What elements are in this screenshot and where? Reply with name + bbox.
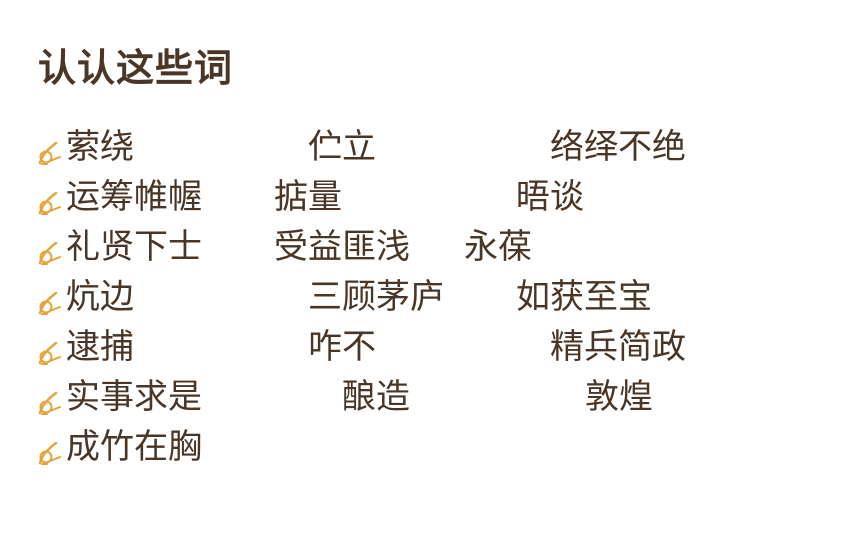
vocab-word: 晤谈 (516, 177, 584, 217)
vocab-word: 精兵简政 (550, 327, 686, 367)
word-row: 实事求是 酿造 敦煌 (36, 375, 856, 419)
word-row: 炕边 三顾茅庐 如获至宝 (36, 275, 856, 319)
vocab-word: 敦煌 (585, 377, 653, 417)
vocab-word: 萦绕 (66, 127, 134, 167)
vocab-word: 礼贤下士 (66, 227, 202, 267)
vocab-word: 络绎不绝 (550, 127, 686, 167)
vocab-word: 咋不 (308, 327, 376, 367)
word-row: 萦绕 伫立 络绎不绝 (36, 125, 856, 169)
word-row: 礼贤下士 受益匪浅 永葆 (36, 225, 856, 269)
vocab-word: 实事求是 (66, 377, 202, 417)
word-row: 成竹在胸 (36, 425, 856, 469)
vocab-word: 永葆 (464, 227, 532, 267)
pen-nib-icon (38, 391, 61, 415)
vocab-word: 酿造 (342, 377, 410, 417)
vocab-word: 逮捕 (66, 327, 134, 367)
vocab-word: 运筹帷幄 (66, 177, 202, 217)
vocab-word: 受益匪浅 (274, 227, 410, 267)
vocab-word: 三顾茅庐 (308, 277, 444, 317)
vocab-word: 掂量 (274, 177, 342, 217)
pen-nib-icon (38, 441, 61, 465)
pen-nib-icon (38, 241, 61, 265)
pen-nib-icon (38, 141, 61, 165)
pen-nib-icon (38, 291, 61, 315)
word-row: 逮捕 咋不 精兵简政 (36, 325, 856, 369)
pen-nib-icon (38, 341, 61, 365)
vocab-word: 伫立 (308, 127, 376, 167)
vocab-word: 炕边 (66, 277, 134, 317)
pen-nib-icon (38, 191, 61, 215)
vocab-word: 成竹在胸 (66, 427, 202, 467)
vocab-word: 如获至宝 (516, 277, 652, 317)
word-row: 运筹帷幄 掂量 晤谈 (36, 175, 856, 219)
page-title: 认认这些词 (38, 46, 234, 90)
